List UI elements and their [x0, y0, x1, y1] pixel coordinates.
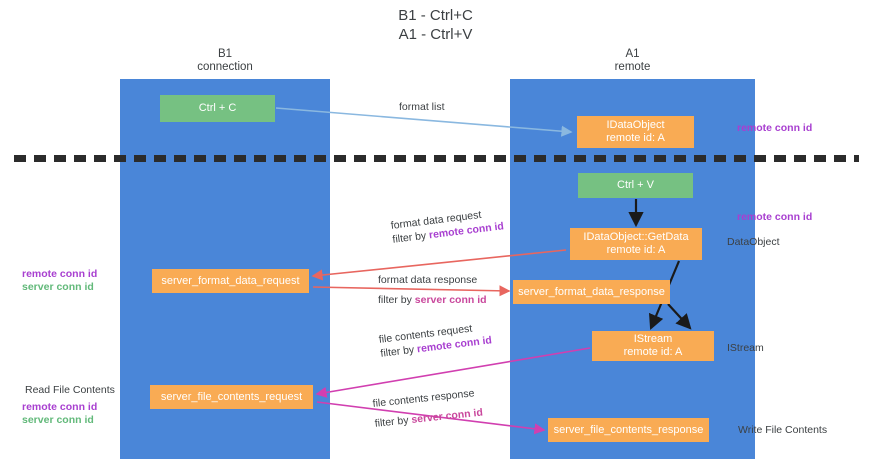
node-server-file-contents-response[interactable]: server_file_contents_response [548, 418, 709, 442]
node-ctrl-v[interactable]: Ctrl + V [578, 173, 693, 198]
label-left-remote-conn-id-2: remote conn id [22, 401, 98, 413]
node-istream[interactable]: IStream remote id: A [592, 331, 714, 361]
flow-filter-key: server conn id [414, 294, 487, 306]
label-format-list: format list [399, 101, 445, 113]
node-ctrl-c[interactable]: Ctrl + C [160, 95, 275, 122]
flow-filter-prefix: filter by [378, 294, 415, 306]
label-read-file-contents: Read File Contents [25, 384, 115, 396]
label-istream: IStream [727, 342, 764, 354]
node-server-format-data-response[interactable]: server_format_data_response [513, 280, 670, 304]
label-remote-conn-id-top: remote conn id [737, 122, 813, 134]
node-server-file-contents-request[interactable]: server_file_contents_request [150, 385, 313, 409]
node-idataobject-getdata[interactable]: IDataObject::GetData remote id: A [570, 228, 702, 260]
flow-filter-prefix: filter by [391, 229, 430, 246]
column-header-b1: B1 connection [197, 48, 253, 73]
flow-line-1: format data response [378, 274, 478, 286]
diagram-title: B1 - Ctrl+C A1 - Ctrl+V [398, 7, 473, 43]
label-left-remote-conn-id: remote conn id [22, 268, 98, 280]
label-group-left-conn-ids-2: remote conn id server conn id [22, 401, 97, 427]
flow-label-file-contents-response: file contents response filter by server … [372, 386, 484, 431]
node-idataobject[interactable]: IDataObject remote id: A [577, 116, 694, 148]
node-server-format-data-request[interactable]: server_format_data_request [152, 269, 309, 293]
label-write-file-contents: Write File Contents [738, 424, 828, 436]
label-left-server-conn-id: server conn id [22, 281, 94, 293]
flow-label-file-contents-request: file contents request filter by remote c… [378, 319, 493, 360]
column-header-a1: A1 remote [614, 48, 651, 73]
flow-filter-prefix: filter by [374, 414, 413, 430]
label-remote-conn-id-mid: remote conn id [737, 211, 813, 223]
label-group-left-conn-ids: remote conn id server conn id [22, 268, 97, 294]
flow-filter-prefix: filter by [379, 343, 418, 360]
flow-line-2: filter by server conn id [378, 293, 487, 307]
phase-divider [14, 155, 859, 162]
flow-line-2: filter by server conn id [374, 406, 483, 431]
flow-label-format-data-response: format data response filter by server co… [378, 273, 487, 307]
label-left-server-conn-id-2: server conn id [22, 414, 94, 426]
label-dataobject: DataObject [727, 236, 780, 248]
flow-label-format-data-request: format data request filter by remote con… [390, 205, 505, 246]
flow-filter-key: server conn id [410, 406, 484, 426]
